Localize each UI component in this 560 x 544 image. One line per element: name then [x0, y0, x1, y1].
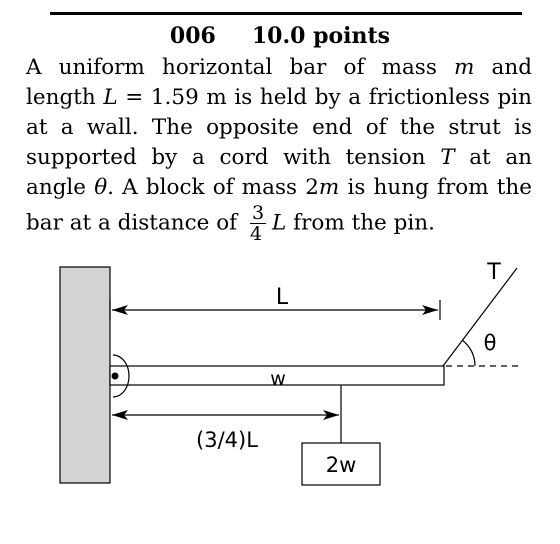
tension-cord	[442, 267, 518, 367]
pin-joint	[111, 372, 119, 380]
statement-text: A uniform horizontal bar of mass	[26, 55, 455, 80]
var-L: L	[272, 210, 287, 236]
length-label: L	[276, 285, 289, 310]
angle-arc	[461, 339, 476, 367]
hanging-block	[301, 442, 381, 486]
var-m: m	[318, 175, 340, 200]
problem-statement: A uniform horizontal bar of mass m and l…	[26, 53, 532, 244]
tension-label: T	[486, 260, 501, 285]
pin-arc	[112, 354, 130, 398]
block-weight-label: 2w	[326, 453, 357, 477]
fraction-denominator: 4	[249, 223, 263, 245]
var-T: T	[440, 145, 455, 170]
problem-number: 006	[169, 23, 216, 49]
var-L: L	[103, 85, 118, 110]
statement-text: is hung from the bar at a distance of	[26, 175, 532, 236]
statement-text: and length	[26, 55, 532, 110]
var-theta: θ	[94, 175, 108, 200]
angle-label: θ	[484, 331, 497, 355]
problem-header: 006 10.0 points	[0, 22, 560, 50]
horizontal-bar	[109, 365, 445, 386]
var-m: m	[454, 55, 475, 80]
statement-text: at an angle	[26, 145, 532, 200]
statement-text: from the pin.	[286, 210, 435, 236]
top-rule	[50, 12, 522, 15]
fraction-numerator: 3	[249, 202, 267, 224]
bar-weight-label: w	[270, 368, 286, 390]
wall	[59, 266, 111, 484]
statement-text: . A block of mass 2	[107, 175, 319, 200]
problem-points: 10.0 points	[251, 23, 391, 49]
statement-text: = 1.59 m is held by a frictionless pin a…	[26, 85, 532, 170]
block-distance-label: (3/4)L	[196, 428, 258, 452]
